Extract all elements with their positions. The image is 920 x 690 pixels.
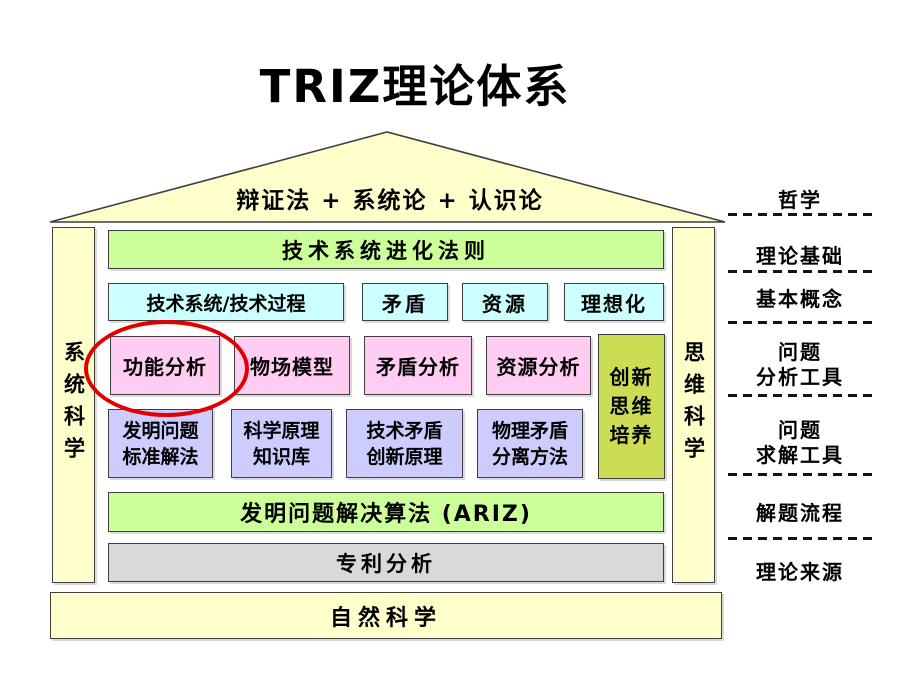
row-patent-analysis: 专利分析 bbox=[108, 543, 664, 582]
innovative-thinking-line2: 思维 bbox=[609, 394, 654, 418]
box-function-analysis: 功能分析 bbox=[110, 336, 220, 395]
pillar-system-science-label: 系统科学 bbox=[61, 341, 86, 469]
box-resources: 资源 bbox=[462, 283, 548, 321]
standard-solutions-line2: 标准解法 bbox=[122, 445, 199, 468]
box-physical-contradiction-separation: 物理矛盾 分离方法 bbox=[477, 409, 583, 478]
box-resource-analysis: 资源分析 bbox=[486, 336, 591, 395]
knowledge-base-line1: 科学原理 bbox=[243, 419, 320, 442]
label-philosophy: 哲学 bbox=[778, 188, 822, 212]
innovative-thinking-line1: 创新 bbox=[609, 365, 654, 389]
box-tech-system-process: 技术系统/技术过程 bbox=[108, 283, 344, 321]
box-technical-contradiction-principles: 技术矛盾 创新原理 bbox=[346, 409, 463, 478]
standard-solutions-line1: 发明问题 bbox=[122, 419, 199, 442]
label-problem-analysis-line2: 分析工具 bbox=[756, 365, 844, 389]
row-ariz: 发明问题解决算法 (ARIZ) bbox=[108, 492, 664, 532]
pillar-thinking-science: 思维科学 bbox=[672, 227, 715, 583]
physical-contradiction-line2: 分离方法 bbox=[491, 445, 568, 468]
dashed-divider-1 bbox=[728, 213, 872, 216]
dashed-divider-5 bbox=[728, 473, 872, 476]
technical-contradiction-line2: 创新原理 bbox=[366, 445, 443, 468]
knowledge-base-line2: 知识库 bbox=[252, 445, 310, 468]
box-inventive-standard-solutions: 发明问题 标准解法 bbox=[108, 409, 213, 478]
innovative-thinking-line3: 培养 bbox=[609, 423, 654, 447]
dashed-divider-3 bbox=[728, 321, 872, 324]
roof-triangle bbox=[49, 131, 726, 223]
pillar-thinking-science-label: 思维科学 bbox=[681, 341, 706, 469]
box-substance-field-model: 物场模型 bbox=[234, 336, 350, 395]
label-problem-solving-line2: 求解工具 bbox=[756, 443, 844, 467]
box-innovative-thinking: 创新 思维 培养 bbox=[598, 334, 665, 479]
label-basic-concepts: 基本概念 bbox=[756, 287, 844, 311]
box-ideality: 理想化 bbox=[564, 283, 664, 321]
pillar-system-science: 系统科学 bbox=[52, 227, 95, 583]
box-contradiction: 矛盾 bbox=[362, 283, 448, 321]
physical-contradiction-line1: 物理矛盾 bbox=[491, 419, 568, 442]
dashed-divider-6 bbox=[728, 537, 872, 540]
label-solution-process: 解题流程 bbox=[756, 501, 844, 525]
base-natural-science: 自然科学 bbox=[50, 592, 722, 639]
technical-contradiction-line1: 技术矛盾 bbox=[366, 419, 443, 442]
page-title: TRIZ理论体系 bbox=[259, 60, 571, 113]
box-contradiction-analysis: 矛盾分析 bbox=[364, 336, 472, 395]
dashed-divider-2 bbox=[728, 270, 872, 273]
label-theory-basis: 理论基础 bbox=[756, 244, 844, 268]
row-evolution-laws: 技术系统进化法则 bbox=[108, 230, 664, 269]
box-scientific-knowledge-base: 科学原理 知识库 bbox=[231, 409, 332, 478]
label-theory-source: 理论来源 bbox=[756, 560, 844, 584]
dashed-divider-4 bbox=[728, 394, 872, 397]
label-problem-analysis-line1: 问题 bbox=[778, 340, 822, 364]
roof-label: 辩证法 + 系统论 + 认识论 bbox=[236, 188, 544, 214]
label-problem-solving-line1: 问题 bbox=[778, 418, 822, 442]
